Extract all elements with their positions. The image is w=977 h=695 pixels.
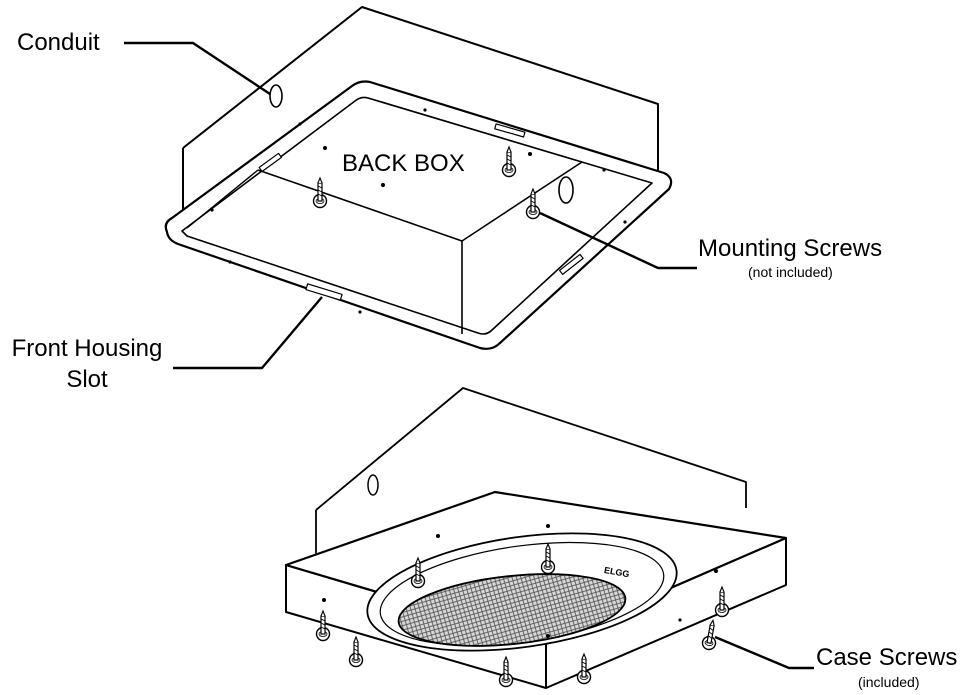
case-screws-label: Case Screws <box>816 644 958 671</box>
back-box-floor-edge <box>186 169 259 229</box>
housing-slot-front <box>305 283 343 301</box>
back-box-flange-inner <box>181 96 653 335</box>
housing-slot-left <box>258 152 283 173</box>
mounting-screws-note: (not included) <box>748 264 833 280</box>
housing-logo-text: ELGG <box>603 565 630 579</box>
mounting-screws-leader <box>539 211 697 270</box>
front-housing-label-line2: Slot <box>66 366 108 393</box>
leader-lines <box>124 41 814 670</box>
front-housing-slot-leader <box>173 296 323 370</box>
conduit-label: Conduit <box>17 29 100 56</box>
case-screw <box>700 618 721 652</box>
housing-conduit-hole <box>367 474 379 496</box>
case-screw <box>348 636 364 668</box>
mounting-screws-label: Mounting Screws <box>698 235 883 262</box>
front-housing-label-line1: Front Housing <box>11 335 163 362</box>
housing-slot-right <box>558 253 584 275</box>
speaker-housing <box>284 387 788 689</box>
housing-slot-back <box>494 123 526 138</box>
back-box-inner-wall-left <box>257 169 463 242</box>
back-box <box>164 6 673 350</box>
speaker-grille <box>397 573 627 647</box>
conduit-leader <box>124 41 271 96</box>
case-screws-note: (included) <box>858 674 920 690</box>
back-box-label: BACK BOX <box>342 150 465 177</box>
knockout-hole <box>558 176 574 204</box>
conduit-hole <box>269 84 283 108</box>
housing-rear-box <box>315 387 747 556</box>
back-box-inner-edge-back <box>367 97 583 163</box>
case-screws-leader <box>714 635 814 670</box>
back-box-inner-wall-right <box>461 161 583 242</box>
